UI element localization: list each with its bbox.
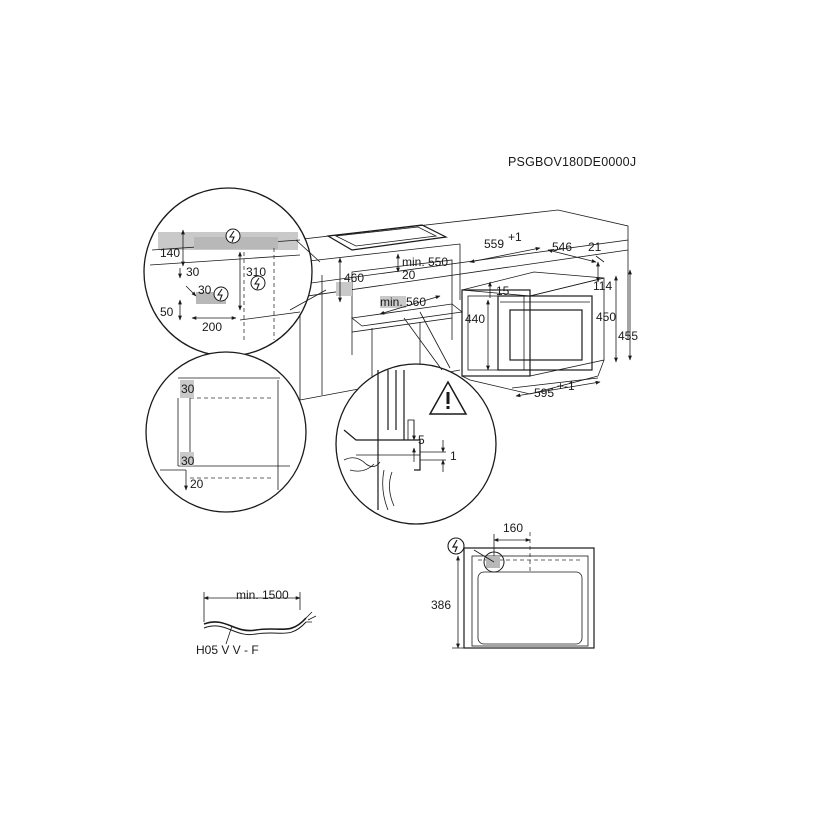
dim-595-tol: +-1 — [557, 379, 575, 393]
dim-440: 440 — [465, 312, 485, 326]
dim-559: 559 — [484, 237, 504, 251]
side-dim-30-bottom: 30 — [181, 454, 195, 468]
cable-length: min. 1500 — [236, 588, 289, 602]
electric-plug-icon — [250, 275, 266, 291]
side-dim-30-top: 30 — [181, 382, 195, 396]
cable-type: H05 V V - F — [196, 643, 259, 657]
detail-dim-200: 200 — [202, 320, 222, 334]
dim-595: 595 — [534, 386, 554, 400]
model-code: PSGBOV180DE0000J — [508, 155, 636, 169]
detail-circle-gaps: 5 1 — [335, 363, 497, 525]
oven-dimensions: 559 +1 546 21 15 440 114 450 455 595 +-1 — [465, 230, 638, 400]
detail-dim-50: 50 — [160, 305, 174, 319]
socket-position-diagram: 160 386 — [431, 521, 595, 649]
oven-body — [461, 271, 605, 395]
warning-triangle-icon — [428, 380, 468, 415]
dim-114: 114 — [593, 279, 612, 293]
dim-21: 21 — [588, 240, 602, 254]
detail-dim-30a: 30 — [186, 265, 200, 279]
dim-559-tol: +1 — [508, 230, 522, 244]
dim-15: 15 — [496, 284, 510, 298]
electric-plug-icon — [447, 537, 465, 555]
gap-dim-1: 1 — [450, 449, 457, 463]
socket-dim-386: 386 — [431, 598, 451, 612]
electric-plug-icon — [225, 228, 241, 244]
socket-dim-160: 160 — [503, 521, 523, 535]
detail-circle-side-clearance: 30 30 20 — [145, 351, 307, 513]
dim-min-550: min. 550 — [402, 255, 448, 269]
side-dim-20: 20 — [190, 477, 204, 491]
niche-dimensions: 460 min. 550 20 min. 560 — [338, 253, 448, 315]
dim-min-560: min. 560 — [380, 295, 426, 309]
dim-546: 546 — [552, 240, 572, 254]
dim-450: 450 — [596, 310, 616, 324]
dim-460: 460 — [344, 271, 364, 285]
detail-dim-310: 310 — [246, 265, 266, 279]
detail-dim-140: 140 — [160, 246, 180, 260]
electric-plug-icon — [213, 286, 229, 302]
dim-455: 455 — [618, 329, 638, 343]
gap-dim-5: 5 — [418, 433, 425, 447]
detail-circle-electrical: 140 30 310 30 50 200 — [143, 187, 313, 357]
power-cable: min. 1500 H05 V V - F — [196, 588, 317, 657]
detail-dim-30b: 30 — [198, 283, 212, 297]
dim-20: 20 — [402, 268, 416, 282]
